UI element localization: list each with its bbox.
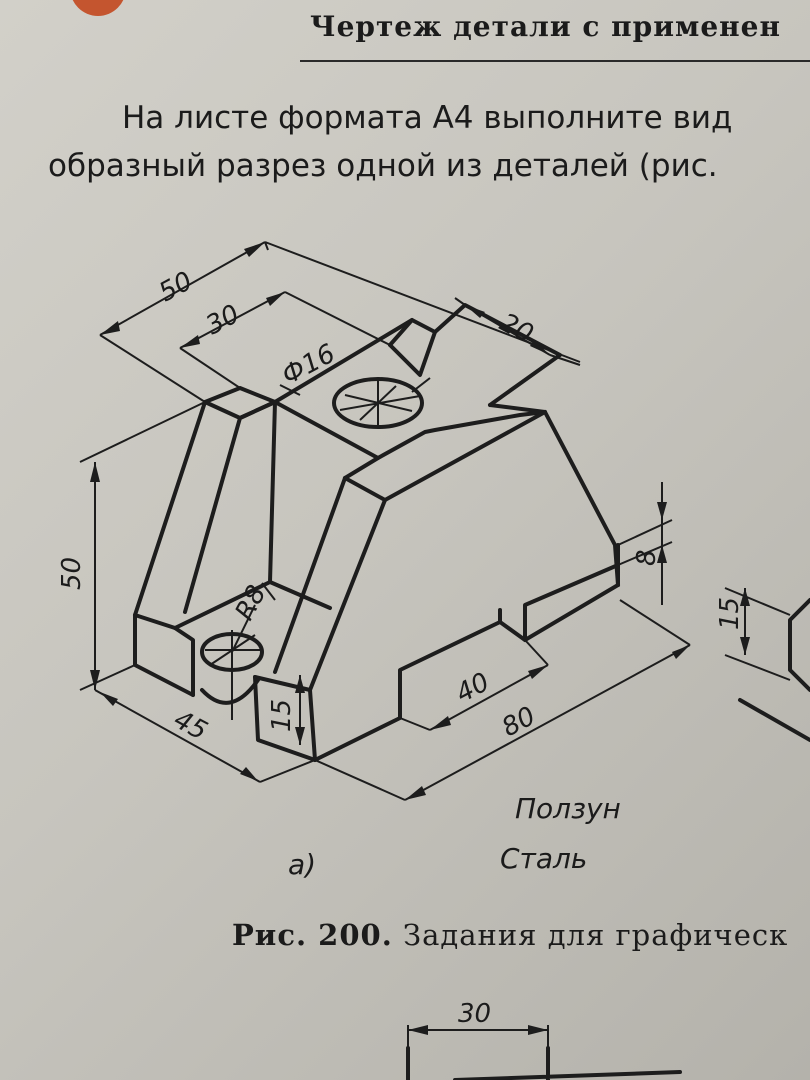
page-corner-mark [70, 0, 126, 16]
dim-8: 8 [632, 549, 662, 566]
hole-r8 [200, 630, 264, 720]
heading-rule [300, 60, 810, 62]
dimension-lines [79, 241, 691, 801]
task-text-line-1: На листе формата А4 выполните вид [122, 100, 733, 136]
dim-15-right: 15 [715, 597, 745, 630]
third-figure-fragment [406, 1025, 682, 1080]
task-text-line-2: образный разрез одной из деталей (рис. [48, 148, 718, 184]
hole-phi16 [332, 377, 424, 429]
dim-15-front: 15 [267, 699, 297, 732]
section-heading: Чертеж детали с применен [310, 10, 781, 43]
dim-30-top: 30 [201, 299, 244, 341]
dim-80: 80 [497, 701, 540, 743]
material-label: Сталь [500, 842, 587, 875]
task-text: На листе формата А4 выполните вид образн… [48, 94, 732, 190]
part-name-label: Ползун [515, 792, 621, 825]
second-figure-fragment [724, 587, 810, 742]
part-outline [133, 303, 620, 762]
variant-label: а) [288, 848, 316, 881]
dim-45: 45 [169, 705, 212, 747]
dim-30-bottom: 30 [458, 999, 491, 1029]
figure-caption-text: Задания для графическ [403, 918, 789, 952]
figure-caption: Рис. 200. Задания для графическ [232, 918, 788, 952]
dim-50-left: 50 [57, 557, 87, 590]
figure-number: Рис. 200. [232, 918, 393, 952]
dim-40: 40 [451, 667, 494, 709]
